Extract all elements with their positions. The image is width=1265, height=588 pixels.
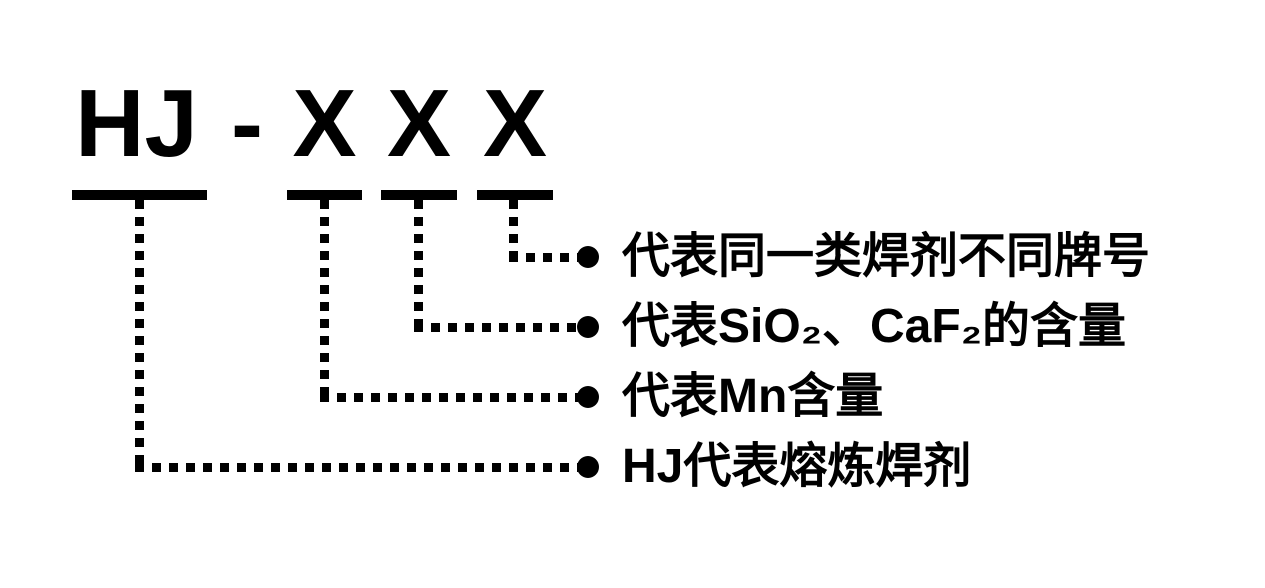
annotation-hj: HJ代表熔炼焊剂 [622, 440, 972, 493]
connector-horizontal-hj [134, 462, 578, 472]
connector-vertical-digit-1 [319, 200, 329, 402]
underline-digit-1 [287, 190, 362, 200]
code-digit-3: X [482, 70, 548, 177]
connector-vertical-digit-3 [508, 200, 518, 262]
underline-digit-2 [381, 190, 457, 200]
annotation-sio2-caf2: 代表SiO₂、CaF₂的含量 [622, 300, 1127, 353]
underline-digit-3 [477, 190, 553, 200]
bullet-icon-hj [577, 456, 599, 478]
connector-vertical-digit-2 [413, 200, 423, 332]
code-digit-1: X [292, 70, 357, 177]
code-digit-2: X [386, 70, 452, 177]
connector-horizontal-sio2-caf2 [413, 322, 578, 332]
bullet-icon-mn [577, 386, 599, 408]
connector-horizontal-mn [319, 392, 578, 402]
connector-horizontal-grade [508, 252, 578, 262]
code-prefix-hj: HJ [75, 70, 198, 177]
bullet-icon-sio2-caf2 [577, 316, 599, 338]
annotation-mn: 代表Mn含量 [622, 370, 884, 423]
connector-vertical-prefix [134, 200, 144, 472]
annotation-grade: 代表同一类焊剂不同牌号 [622, 230, 1151, 283]
code-separator: - [231, 70, 263, 177]
bullet-icon-grade [577, 246, 599, 268]
underline-prefix [72, 190, 207, 200]
